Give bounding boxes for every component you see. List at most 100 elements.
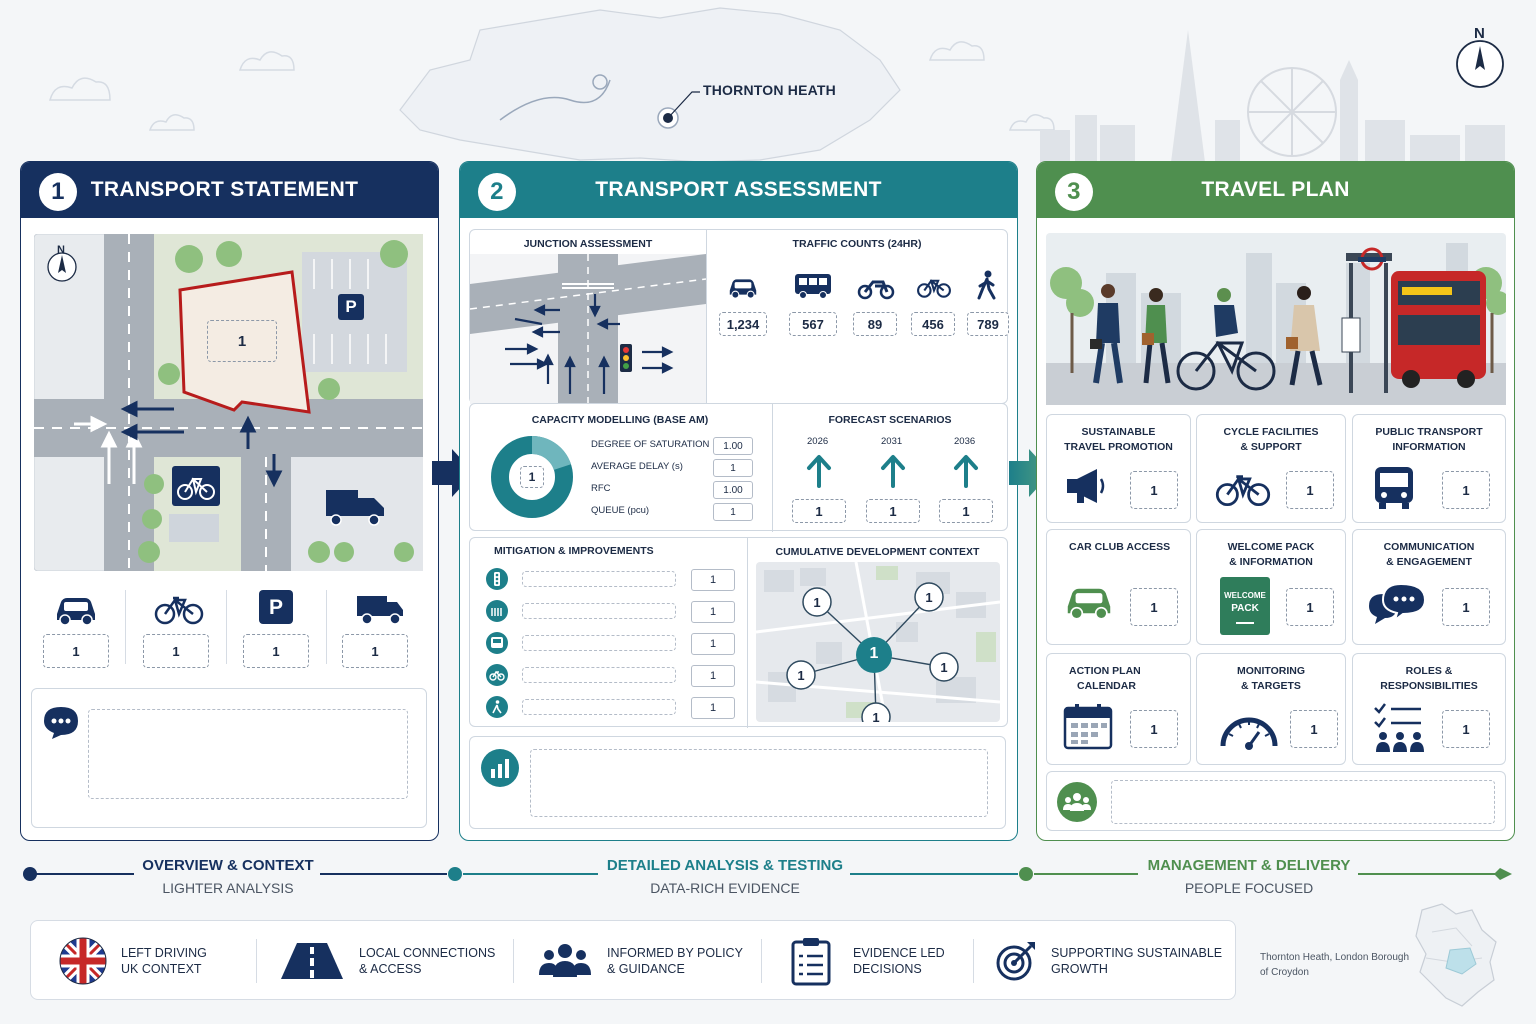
forecast-value-2036: 1 xyxy=(939,499,993,523)
card-title: WELCOME PACK xyxy=(1227,541,1315,553)
junction-title: JUNCTION ASSESSMENT xyxy=(523,238,653,250)
cumulative-title: CUMULATIVE DEVELOPMENT CONTEXT xyxy=(775,546,980,558)
capacity-forecast-card: CAPACITY MODELLING (BASE AM) 1 DEGREE OF… xyxy=(469,403,1008,532)
junction-traffic-card: JUNCTION ASSESSMENT xyxy=(469,229,1009,405)
pedestrian-icon xyxy=(486,696,508,718)
mitigation-field-4[interactable] xyxy=(522,667,676,683)
card-title: CYCLE FACILITIES xyxy=(1223,426,1319,438)
cumulative-map xyxy=(756,562,1000,722)
street-scene-illustration xyxy=(1046,233,1506,405)
team-checklist-icon xyxy=(1374,703,1424,752)
chat-bubble-icon xyxy=(44,707,78,739)
forecast-title: FORECAST SCENARIOS xyxy=(828,414,952,426)
analysis-notes-field[interactable] xyxy=(530,749,988,817)
welcome-pack-line xyxy=(1236,622,1254,624)
divider xyxy=(513,939,514,983)
card-title: & ENGAGEMENT xyxy=(1386,556,1472,568)
mitigation-field-5[interactable] xyxy=(522,699,676,715)
notes-field[interactable] xyxy=(88,709,408,799)
mitigation-title: MITIGATION & IMPROVEMENTS xyxy=(494,545,654,557)
analysis-notes-card xyxy=(469,736,1006,829)
clipboard-checklist-icon xyxy=(791,938,831,986)
timeline-node xyxy=(23,867,37,881)
forecast-value-2031: 1 xyxy=(866,499,920,523)
card-title: COMMUNICATION xyxy=(1383,541,1475,553)
mitigation-field-1[interactable] xyxy=(522,571,676,587)
mode-value-bicycle: 1 xyxy=(143,634,209,668)
motorcycle-icon xyxy=(857,280,895,300)
label-leader xyxy=(667,91,700,119)
card-value: 1 xyxy=(1290,710,1338,748)
travel-card-roles: ROLES & RESPONSIBILITIES 1 xyxy=(1352,653,1506,765)
principle-line: & GUIDANCE xyxy=(607,962,685,976)
mitigation-field-3[interactable] xyxy=(522,635,676,651)
card-title: PUBLIC TRANSPORT xyxy=(1375,426,1483,438)
principle-local-connections: LOCAL CONNECTIONS& ACCESS xyxy=(279,921,495,1001)
bicycle-icon xyxy=(486,664,508,686)
arrow-up-icon xyxy=(881,455,905,488)
cumulative-node: 1 xyxy=(940,660,948,675)
mitigation-value-1: 1 xyxy=(691,569,735,591)
welcome-pack-label: PACK xyxy=(1231,603,1259,614)
principle-policy: INFORMED BY POLICY & GUIDANCE xyxy=(537,921,743,1001)
location-caption: Thornton Heath, London Borough of Croydo… xyxy=(1260,952,1409,978)
travel-card-public-transport: PUBLIC TRANSPORT INFORMATION 1 xyxy=(1352,414,1506,523)
megaphone-icon xyxy=(1067,469,1105,503)
bus-icon xyxy=(486,632,508,654)
travel-card-communication: COMMUNICATION & ENGAGEMENT 1 xyxy=(1352,529,1506,645)
pedestrian-figure xyxy=(1142,288,1171,384)
stage-3-subtitle: PEOPLE FOCUSED xyxy=(1184,880,1314,896)
target-icon xyxy=(996,942,1035,981)
divider xyxy=(706,230,707,405)
bus-icon xyxy=(795,274,831,299)
panel-header: 3 TRAVEL PLAN xyxy=(1037,162,1514,218)
bicycle-icon xyxy=(1215,475,1271,507)
divider xyxy=(256,939,257,983)
principle-line: EVIDENCE LED xyxy=(853,946,945,960)
mode-value-parking: 1 xyxy=(243,634,309,668)
travel-card-car-club: CAR CLUB ACCESS 1 xyxy=(1046,529,1191,645)
principle-line: INFORMED BY POLICY xyxy=(607,946,743,960)
cumulative-node: 1 xyxy=(797,668,805,683)
pedestrian-figure xyxy=(1090,284,1123,384)
notes-card xyxy=(31,688,427,828)
london-eye xyxy=(1247,67,1337,157)
card-title: ACTION PLAN xyxy=(1069,665,1141,677)
card-value: 1 xyxy=(1286,588,1334,626)
principle-line: UK CONTEXT xyxy=(121,962,202,976)
panel-title: TRANSPORT STATEMENT xyxy=(90,178,359,201)
mitigation-field-2[interactable] xyxy=(522,603,676,619)
travel-card-welcome-pack: WELCOME PACK & INFORMATION WELCOME PACK … xyxy=(1196,529,1346,645)
flow-arrow xyxy=(1009,449,1051,497)
card-value: 1 xyxy=(1286,471,1334,509)
mitigation-value-4: 1 xyxy=(691,665,735,687)
welcome-pack-icon xyxy=(1220,577,1270,635)
principle-line: DECISIONS xyxy=(853,962,922,976)
parking-icon-letter: P xyxy=(268,596,283,619)
traffic-count-motorcycle: 89 xyxy=(853,312,897,336)
transport-statement-panel: 1 TRANSPORT STATEMENT xyxy=(20,161,439,841)
principle-evidence: EVIDENCE LED DECISIONS xyxy=(791,921,945,1001)
mitigation-value-5: 1 xyxy=(691,697,735,719)
car-icon xyxy=(57,598,95,626)
london-skyline xyxy=(1040,30,1505,170)
card-value: 1 xyxy=(1130,710,1178,748)
bus-icon xyxy=(1375,467,1413,509)
mode-value-truck: 1 xyxy=(342,634,408,668)
traffic-count-car: 1,234 xyxy=(719,312,767,336)
car-icon xyxy=(729,279,757,299)
card-title: INFORMATION xyxy=(1392,441,1466,453)
community-notes-field[interactable] xyxy=(1111,780,1495,824)
card-value: 1 xyxy=(1442,588,1490,626)
stage-1-subtitle: LIGHTER ANALYSIS xyxy=(162,880,294,896)
capacity-label-queue: QUEUE (pcu) xyxy=(591,505,650,516)
site-boundary-label: 1 xyxy=(207,320,277,362)
forecast-value-2026: 1 xyxy=(792,499,846,523)
step-number: 2 xyxy=(478,173,516,211)
traffic-count-bus: 567 xyxy=(789,312,837,336)
panel-header: 1 TRANSPORT STATEMENT xyxy=(21,162,438,218)
step-number: 1 xyxy=(39,173,77,211)
card-value: 1 xyxy=(1442,471,1490,509)
